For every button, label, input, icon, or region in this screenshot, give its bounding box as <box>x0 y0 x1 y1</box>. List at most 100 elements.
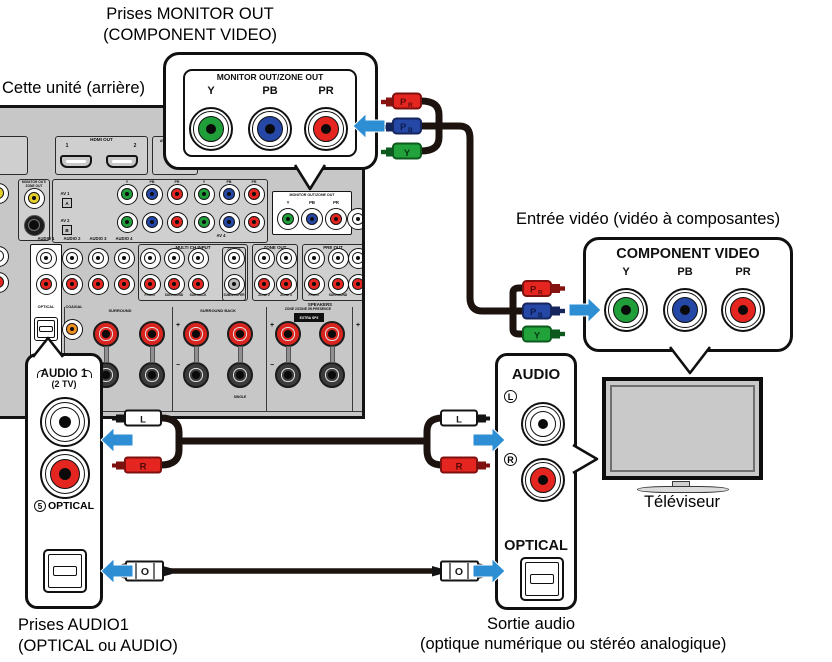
lbl-front2: FRONT <box>308 293 320 297</box>
jack-ring <box>525 406 561 442</box>
speaker-bottom-line <box>42 411 362 412</box>
audio1-optical-row: 5 OPTICAL <box>30 500 98 512</box>
panel-av2-label: AV 2 <box>60 218 70 223</box>
audio1-optical-label: OPTICAL <box>47 500 95 512</box>
panel-av1-label: AV 1 <box>60 191 70 196</box>
pb-sub: B <box>684 266 693 278</box>
component-jack <box>40 449 90 499</box>
plug-sublabel: B <box>538 312 543 319</box>
y-label: Y <box>622 266 630 278</box>
hdmi-out-label: HDMI OUT <box>90 137 113 142</box>
speaker-post-stem <box>329 346 335 363</box>
jack-center <box>737 304 749 316</box>
component-jack <box>721 288 765 332</box>
plug-sublabel: B <box>408 127 413 134</box>
jack-center <box>59 468 71 480</box>
component-plug-pr-top: P R <box>381 92 422 110</box>
rca-jack <box>218 183 240 205</box>
panel-coaxial-label: COAXIAL <box>65 305 83 309</box>
speaker-post-stem <box>149 346 155 363</box>
speaker-post <box>183 321 209 347</box>
jack-center <box>205 123 217 135</box>
component-cable-branch-down <box>509 307 527 338</box>
plug-label: Y <box>534 331 541 342</box>
arrow-left-optical-icon <box>100 557 134 585</box>
speaker-post <box>227 362 253 388</box>
component-jack <box>521 402 565 446</box>
speaker-post <box>275 362 301 388</box>
rca-jack <box>325 208 347 230</box>
monitor-callout-pr-label: PR <box>308 85 344 98</box>
extra-sp2-badge: EXTRA SP2 <box>294 313 324 322</box>
plug-label: Y <box>404 148 411 159</box>
stereo-cable-left-r <box>157 437 183 469</box>
panel-optical-jack-slot <box>39 326 53 332</box>
speaker-divider-3 <box>266 307 267 411</box>
plus-3: + <box>269 322 275 329</box>
hdmi-1-label: 1 <box>65 143 69 149</box>
speaker-post <box>139 321 165 347</box>
rca-jack <box>193 183 215 205</box>
monitor-out-callout: MONITOR OUT/ZONE OUT Y PB PR <box>163 52 378 170</box>
lbl-front: FRONT <box>144 293 156 297</box>
audio-l-mark: L <box>504 390 517 403</box>
rca-jack <box>35 273 57 295</box>
jack-center <box>537 474 549 486</box>
rca-jack <box>0 182 9 204</box>
stereo-audio-cable <box>157 414 447 469</box>
jack-ring <box>525 462 561 498</box>
jack-ring <box>725 292 761 328</box>
monitor-out-title-line1: Prises MONITOR OUT <box>106 5 274 23</box>
monitor-box-pb: PB <box>309 200 315 205</box>
plug-label: R <box>140 461 147 472</box>
minus-2: − <box>175 362 181 369</box>
rca-jack <box>303 273 325 295</box>
monitor-out-title-line2: (COMPONENT VIDEO) <box>103 26 277 44</box>
component-jack <box>521 458 565 502</box>
plug-label: P <box>400 97 407 108</box>
monitor-zone-label-2: ZONE OUT <box>25 184 43 188</box>
plug-label: P <box>400 122 407 133</box>
monitor-callout-title: MONITOR OUT/ZONE OUT <box>216 72 324 82</box>
rca-jack <box>139 247 161 269</box>
jack-center <box>59 416 71 428</box>
sp-zone-label: ZONE 2/ZONE 3R.PRESENCE <box>284 307 332 311</box>
component-plug-y-top: Y <box>381 142 422 160</box>
speakers-label: SPEAKERS <box>307 302 333 307</box>
pb-main: P <box>677 266 685 278</box>
multi-ch-label: MULTI CH INPUT <box>175 245 211 250</box>
minus-3: − <box>269 362 275 369</box>
rca-jack <box>223 247 245 269</box>
rca-jack <box>61 273 83 295</box>
jack-center <box>537 418 549 430</box>
component-plug-pr-bottom: P R <box>522 280 565 297</box>
stereo-cable-right-r <box>423 437 447 469</box>
tv-stand-base <box>637 486 729 493</box>
monitor-callout-pb-label: PB <box>252 85 288 98</box>
jack-ring <box>44 453 86 495</box>
y-label: Y <box>207 85 215 97</box>
plug-label: P <box>530 285 537 296</box>
speaker-post-stem <box>237 346 243 363</box>
rca-jack <box>253 273 275 295</box>
rca-jack <box>218 211 240 233</box>
rca-jack <box>347 208 362 230</box>
pre-out-label: PRE OUT <box>323 245 343 250</box>
panel-av2-badge: B <box>62 225 72 235</box>
component-jack <box>604 288 648 332</box>
rca-jack <box>243 211 265 233</box>
jack-ring <box>252 111 288 147</box>
lbl-zone3: ZONE 3 <box>280 293 292 297</box>
panel-audio1-label: AUDIO 1 <box>37 236 55 241</box>
monitor-box-y: Y <box>286 200 290 205</box>
audio1-caption-line2: (OPTICAL ou AUDIO) <box>18 637 178 655</box>
component-pr-label: PR <box>725 266 761 279</box>
rca-jack <box>139 273 161 295</box>
hdmi-connector-2 <box>106 155 138 168</box>
s-video-jack <box>23 214 45 236</box>
lbl-subwoofer: SUBWOOFER <box>223 293 245 297</box>
component-plug-pb-top: P B <box>381 117 422 135</box>
component-plug-pb-bottom: P B <box>522 302 565 320</box>
audio-out-caption-line2: (optique numérique ou stéréo analogique) <box>420 635 727 653</box>
panel-col-pb2: PB <box>226 180 232 184</box>
